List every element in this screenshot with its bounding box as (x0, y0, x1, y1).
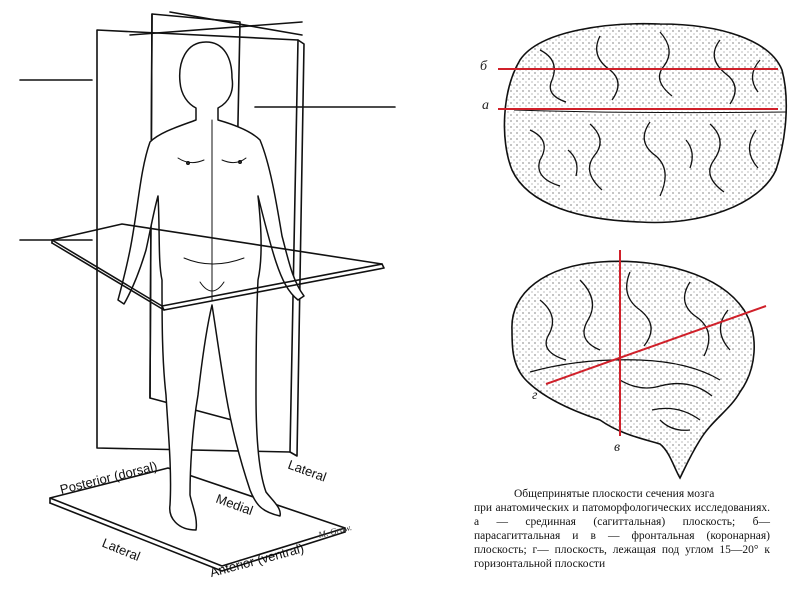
label-plane-a: а (482, 98, 489, 113)
caption-line-1: Общепринятые плоскости сечения мозга (514, 488, 715, 500)
figure-caption: Общепринятые плоскости сечения мозга при… (474, 487, 770, 571)
plane-line-g (545, 305, 767, 385)
human-body (117, 41, 305, 531)
brain-side-outline (511, 260, 755, 480)
caption-rest: при анатомических и патоморфологических … (474, 502, 770, 570)
label-plane-v: в (614, 440, 621, 455)
label-plane-g: г (532, 388, 538, 403)
brain-top-outline (503, 22, 788, 224)
label-plane-b: б (480, 59, 488, 74)
